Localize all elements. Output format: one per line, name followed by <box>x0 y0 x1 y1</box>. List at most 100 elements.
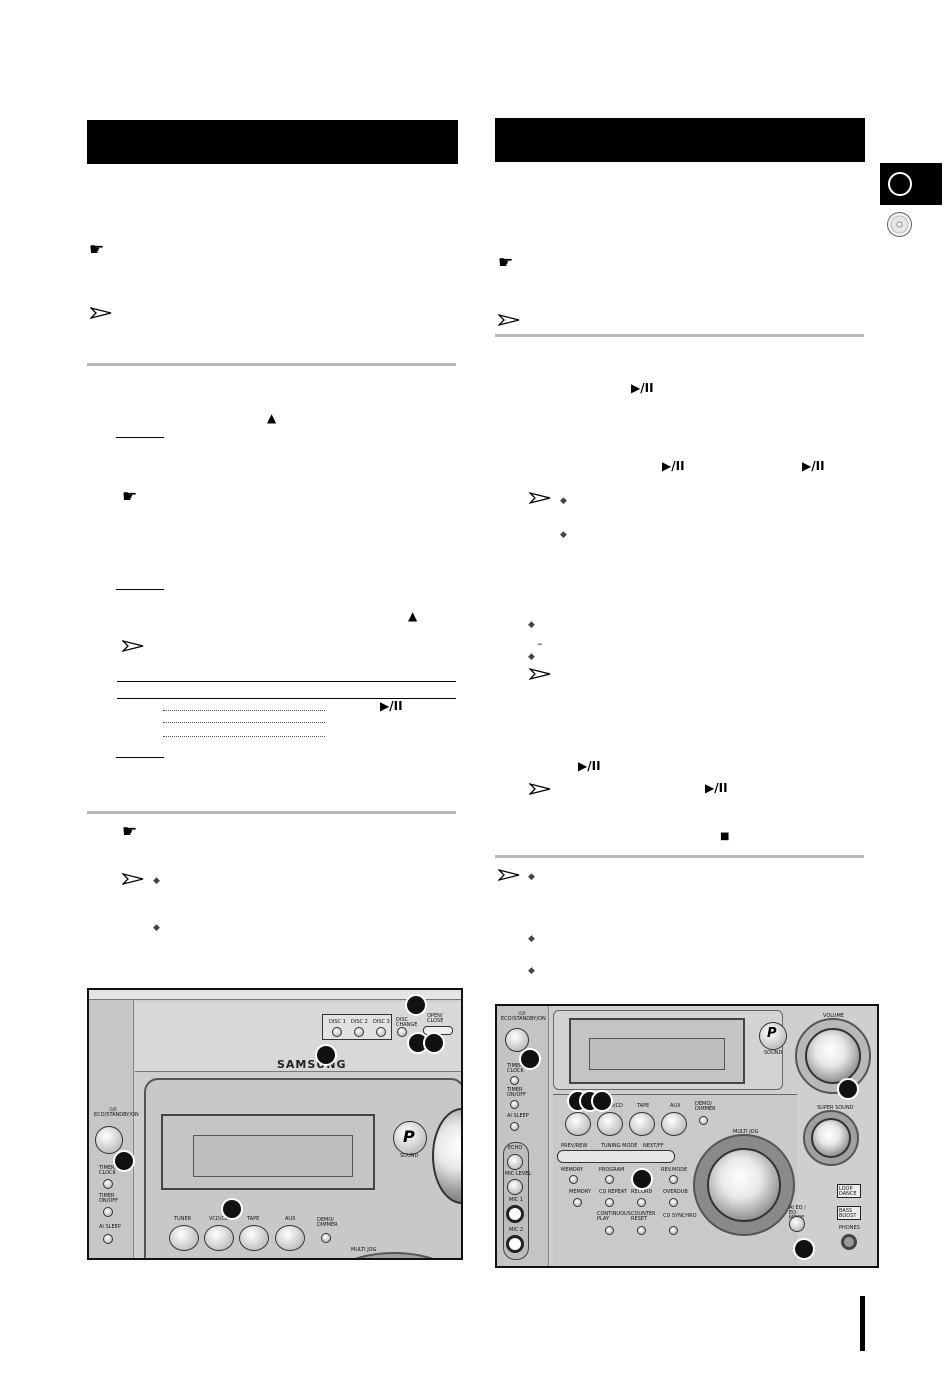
callout-5 <box>591 1090 613 1112</box>
tip-arrow-icon <box>529 668 551 680</box>
record-label: RECORD <box>631 1189 653 1195</box>
multi-jog-label: MULTI JOG <box>351 1247 377 1253</box>
demo-dimmer-button[interactable] <box>321 1233 331 1243</box>
bullet-diamond: ◆ <box>528 620 535 630</box>
sound-p-button[interactable] <box>759 1022 787 1050</box>
section-divider <box>495 334 864 337</box>
timer-onoff-label: TIMER ON/OFF <box>507 1087 527 1098</box>
volume-label: VOLUME <box>823 1013 844 1019</box>
mic1-label: MIC 1 <box>509 1197 524 1203</box>
ai-eq-button[interactable] <box>789 1216 805 1232</box>
overdub-button[interactable] <box>669 1198 678 1207</box>
display-screen <box>589 1038 725 1070</box>
tape-button[interactable] <box>239 1225 269 1251</box>
counter-button[interactable] <box>637 1226 646 1235</box>
sound-label: SOUND <box>764 1050 783 1056</box>
program-button[interactable] <box>605 1175 614 1184</box>
phones-label: PHONES <box>839 1225 860 1231</box>
bullet-diamond: ◆ <box>528 934 535 944</box>
cd-repeat-button[interactable] <box>605 1198 614 1207</box>
callout-6 <box>631 1168 653 1190</box>
callout-5 <box>113 1150 135 1172</box>
echo-label: ECHO <box>508 1145 523 1151</box>
aux-button[interactable] <box>661 1112 687 1136</box>
eject-symbol: ▲ <box>267 411 277 425</box>
section-divider <box>87 811 456 814</box>
disc-change-button[interactable] <box>397 1027 407 1037</box>
timer-onoff-button[interactable] <box>510 1100 519 1109</box>
timer-clock-button[interactable] <box>510 1076 519 1085</box>
note-hand-icon: ☛ <box>122 487 138 507</box>
tuning-label: TUNING MODE <box>601 1143 638 1149</box>
play-pause-symbol: ▶/II <box>662 459 685 473</box>
mic2-jack[interactable] <box>506 1235 524 1253</box>
memory-top-button[interactable] <box>569 1175 578 1184</box>
timer-onoff-button[interactable] <box>103 1207 113 1217</box>
super-sound-knob[interactable] <box>811 1118 851 1158</box>
aux-label: AUX <box>670 1103 681 1109</box>
loop-dance-label: LOOP DANCE <box>839 1186 857 1197</box>
disc2-button[interactable] <box>354 1027 364 1037</box>
record-button[interactable] <box>637 1198 646 1207</box>
step-underline <box>116 589 164 590</box>
vcd-cd-play-button[interactable] <box>204 1225 234 1251</box>
continuous-button[interactable] <box>605 1226 614 1235</box>
mic-level-knob[interactable] <box>507 1179 523 1195</box>
table-leader-dots <box>163 710 325 711</box>
ai-sleep-button[interactable] <box>103 1234 113 1244</box>
aux-button[interactable] <box>275 1225 305 1251</box>
section-divider <box>495 855 864 858</box>
callout-1 <box>405 994 427 1016</box>
cd-changer-panel-illustration: DISC 1 DISC 2 DISC 3 DISC CHANGE OPEN/ C… <box>87 988 463 1260</box>
demo-dimmer-button[interactable] <box>699 1116 708 1125</box>
table-leader-dots <box>163 736 325 737</box>
sound-p-button[interactable] <box>393 1121 427 1155</box>
vcd-cd-play-button[interactable] <box>597 1112 623 1136</box>
display-screen <box>193 1135 353 1177</box>
disc-change-label: DISC CHANGE <box>396 1017 418 1028</box>
timer-clock-button[interactable] <box>103 1179 113 1189</box>
eject-symbol: ▲ <box>408 609 418 623</box>
play-pause-symbol: ▶/II <box>631 381 654 395</box>
rev-mode-label: REV.MODE <box>661 1167 688 1173</box>
bass-boost-label: BASS BOOST <box>839 1208 857 1219</box>
multi-jog-dial[interactable] <box>707 1148 781 1222</box>
tape-button[interactable] <box>629 1112 655 1136</box>
timer-clock-label: TIMER/ CLOCK <box>507 1063 525 1074</box>
rev-mode-button[interactable] <box>669 1175 678 1184</box>
right-section-header <box>495 118 865 162</box>
bullet-diamond: ◆ <box>528 872 535 882</box>
bass-boost-button[interactable] <box>837 1206 861 1220</box>
disc1-button[interactable] <box>332 1027 342 1037</box>
tip-arrow-icon <box>122 873 144 885</box>
p-label: P <box>403 1127 415 1146</box>
bullet-diamond: ◆ <box>153 923 160 933</box>
cd-player-panel-illustration: P SOUND VOLUME SUPER SOUND ⏻/I ECO/STAND… <box>495 1004 879 1268</box>
tuner-button[interactable] <box>169 1225 199 1251</box>
bullet-diamond: ◆ <box>560 496 567 506</box>
volume-knob[interactable] <box>805 1028 861 1084</box>
bullet-diamond: ◆ <box>560 530 567 540</box>
callout-1 <box>519 1048 541 1070</box>
echo-knob[interactable] <box>507 1154 523 1170</box>
phones-jack[interactable] <box>841 1234 857 1250</box>
sound-label: SOUND <box>400 1153 419 1159</box>
play-pause-symbol: ▶/II <box>705 781 728 795</box>
cd-synchro-label: CD SYNCHRO <box>663 1213 697 1219</box>
cd-synchro-button[interactable] <box>669 1226 678 1235</box>
loop-dance-button[interactable] <box>837 1184 861 1198</box>
disc3-label: DISC 3 <box>373 1019 390 1025</box>
tip-arrow-icon <box>122 640 144 652</box>
page-marker-bar <box>860 1296 865 1351</box>
memory-button[interactable] <box>573 1198 582 1207</box>
standby-button[interactable] <box>95 1126 123 1154</box>
ai-sleep-button[interactable] <box>510 1122 519 1131</box>
memory-label: MEMORY <box>569 1189 591 1195</box>
bullet-diamond: ◆ <box>153 876 160 886</box>
mic1-jack[interactable] <box>506 1205 524 1223</box>
tip-arrow-icon <box>498 869 520 881</box>
timer-clock-label: TIMER/ CLOCK <box>99 1165 117 1176</box>
prev-label: PREV/REW <box>561 1143 588 1149</box>
disc3-button[interactable] <box>376 1027 386 1037</box>
tuner-button[interactable] <box>565 1112 591 1136</box>
